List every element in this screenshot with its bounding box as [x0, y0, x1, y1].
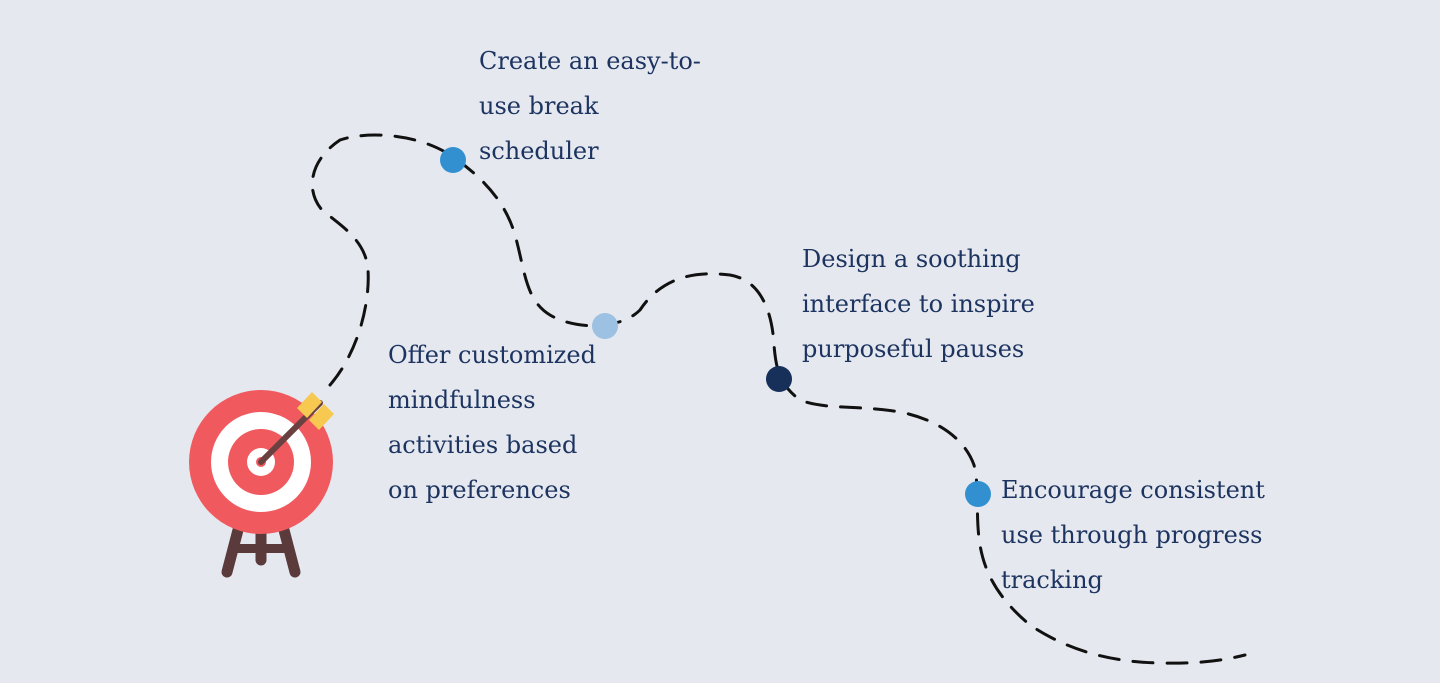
- step-dot-scheduler: [440, 147, 466, 173]
- step-label-line: Create an easy-to-: [479, 47, 701, 75]
- step-dot-mindfulness: [592, 313, 618, 339]
- step-dot-interface: [766, 366, 792, 392]
- dashed-route-path: [310, 133, 1247, 665]
- step-label-line: on preferences: [388, 476, 571, 504]
- step-label-scheduler: Create an easy-to- use break scheduler: [479, 39, 701, 174]
- step-label-line: mindfulness: [388, 386, 536, 414]
- step-label-line: use break: [479, 92, 599, 120]
- step-label-line: Design a soothing: [802, 245, 1021, 273]
- target-icon: [189, 390, 333, 578]
- step-label-line: use through progress: [1001, 521, 1263, 549]
- step-label-line: tracking: [1001, 566, 1103, 594]
- step-label-line: purposeful pauses: [802, 335, 1025, 363]
- step-label-line: scheduler: [479, 137, 599, 165]
- step-label-line: Offer customized: [388, 341, 596, 369]
- step-label-mindfulness: Offer customized mindfulness activities …: [388, 333, 596, 513]
- step-label-interface: Design a soothing interface to inspire p…: [802, 237, 1035, 372]
- step-dot-progress: [965, 481, 991, 507]
- target-stand: [221, 524, 301, 578]
- step-label-progress: Encourage consistent use through progres…: [1001, 468, 1265, 603]
- arrow-icon: [258, 392, 334, 465]
- step-label-line: activities based: [388, 431, 578, 459]
- step-label-line: Encourage consistent: [1001, 476, 1265, 504]
- step-label-line: interface to inspire: [802, 290, 1035, 318]
